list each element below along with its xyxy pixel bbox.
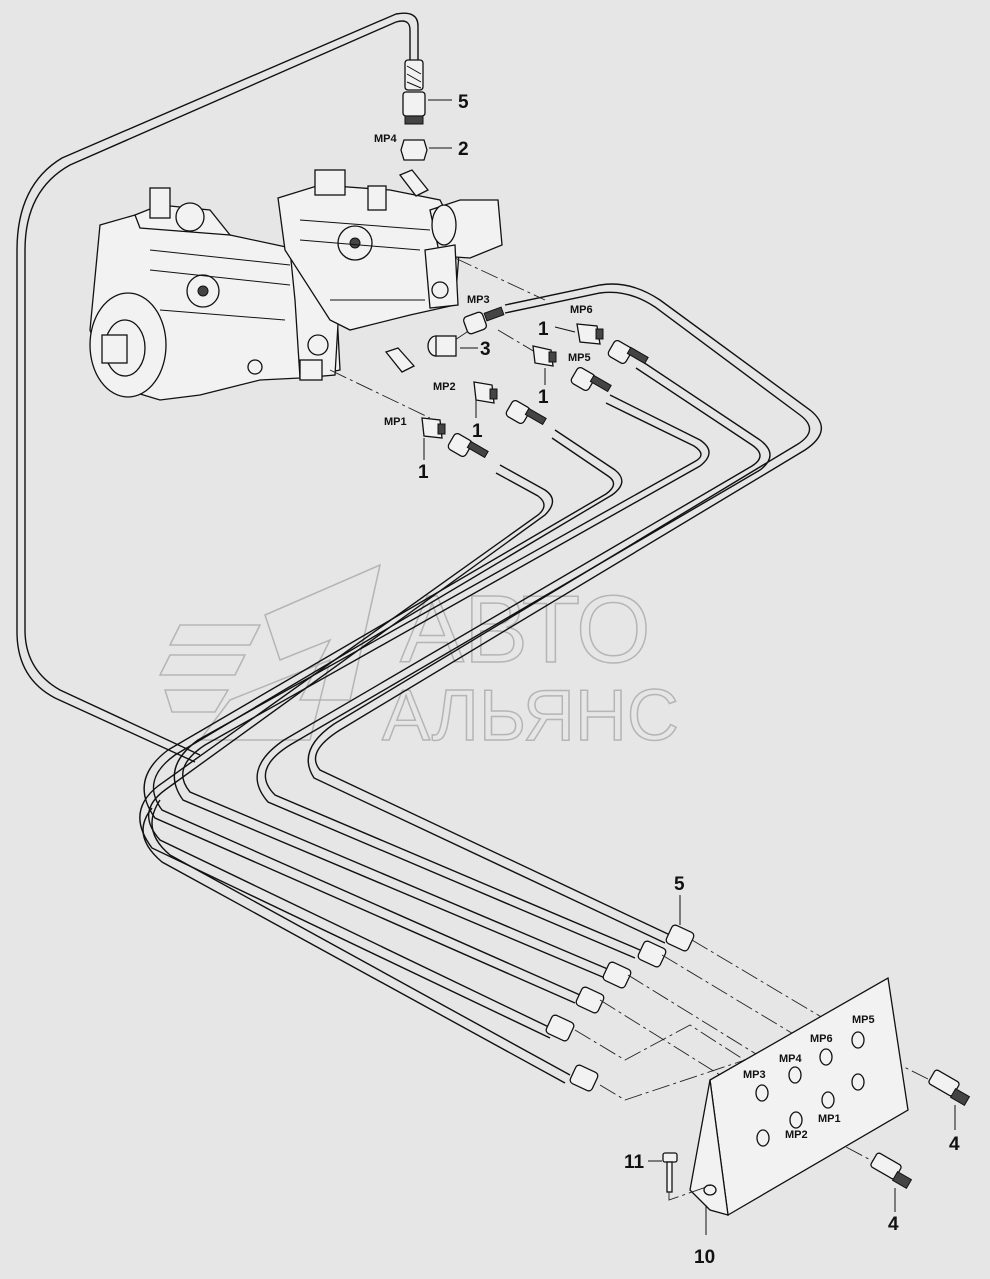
mp-label-pump-mp6: MP6 — [570, 304, 593, 316]
mp-label-panel-mp6: MP6 — [810, 1033, 833, 1045]
watermark-line2: АЛЬЯНС — [382, 676, 679, 756]
hydraulic-pump-left — [89, 187, 341, 401]
label-item1-mp1: 1 — [418, 462, 429, 483]
panel-hose-end-3 — [602, 961, 632, 989]
top-hose-end — [402, 59, 452, 125]
pipe-bundle — [139, 283, 822, 1084]
hose-end-mp3 — [463, 306, 505, 335]
hose-ends-panel-side — [545, 924, 695, 1092]
hose-end-mp5 — [570, 367, 612, 393]
label-item1-mp2: 1 — [472, 421, 483, 442]
test-point-mp1 — [421, 417, 446, 439]
leader-lines — [423, 326, 681, 925]
label-item5-top: 5 — [458, 92, 469, 113]
watermark-logo-icon — [158, 563, 382, 741]
mp-label-pump-mp4: MP4 — [374, 133, 398, 145]
watermark-line1: АВТО — [400, 576, 651, 683]
hose-ends-pump-side — [447, 306, 649, 459]
mp-label-panel-mp4: MP4 — [779, 1053, 803, 1065]
label-item2: 2 — [458, 139, 469, 160]
adapter-item3 — [427, 335, 457, 357]
test-point-mp2 — [473, 381, 498, 404]
mp-label-pump-mp2: MP2 — [433, 381, 456, 393]
test-point-mp5 — [532, 345, 557, 367]
pump-side-fittings — [384, 169, 430, 373]
nut-mp4 — [400, 139, 452, 161]
label-item3: 3 — [480, 339, 491, 360]
label-item1-mp6: 1 — [538, 319, 549, 340]
mounting-bracket — [689, 976, 909, 1235]
panel-hose-end-1 — [665, 924, 695, 952]
bolt-item11 — [648, 1152, 713, 1201]
item-labels: 5 2 3 1 1 1 1 5 4 4 10 11 — [418, 92, 960, 1268]
mp-label-panel-mp1: MP1 — [818, 1113, 841, 1125]
panel-hose-end-2 — [637, 940, 667, 968]
label-item11: 11 — [624, 1152, 645, 1173]
label-item5-bottom: 5 — [674, 874, 685, 895]
label-item4-lower: 4 — [888, 1214, 899, 1235]
hose-end-mp1 — [447, 433, 489, 459]
panel-hose-end-4 — [575, 986, 605, 1014]
mp-label-pump-mp1: MP1 — [384, 416, 407, 428]
label-item1-mp5: 1 — [538, 387, 549, 408]
hose-end-mp2 — [505, 400, 547, 426]
panel-hose-end-6 — [569, 1064, 599, 1092]
test-fitting-item4-lower — [870, 1152, 913, 1212]
test-fitting-item4-upper — [928, 1069, 971, 1130]
test-point-mp6 — [576, 323, 604, 345]
mp-label-panel-mp3: MP3 — [743, 1069, 766, 1081]
mp-label-panel-mp2: MP2 — [785, 1129, 808, 1141]
mp-label-panel-mp5: MP5 — [852, 1014, 875, 1026]
mp-label-pump-mp5: MP5 — [568, 352, 591, 364]
panel-hose-end-5 — [545, 1014, 575, 1042]
mp-label-pump-mp3: MP3 — [467, 294, 490, 306]
hose-end-mp6 — [607, 340, 649, 365]
top-hose — [16, 12, 419, 763]
watermark: АВТО АЛЬЯНС — [158, 563, 680, 757]
hydraulic-pump-right — [277, 169, 503, 331]
measuring-point-labels: MP4 MP3 MP6 MP5 MP2 MP1 MP5 MP6 MP4 MP3 … — [374, 133, 875, 1141]
label-item4-upper: 4 — [949, 1134, 960, 1155]
label-item10: 10 — [694, 1247, 715, 1268]
